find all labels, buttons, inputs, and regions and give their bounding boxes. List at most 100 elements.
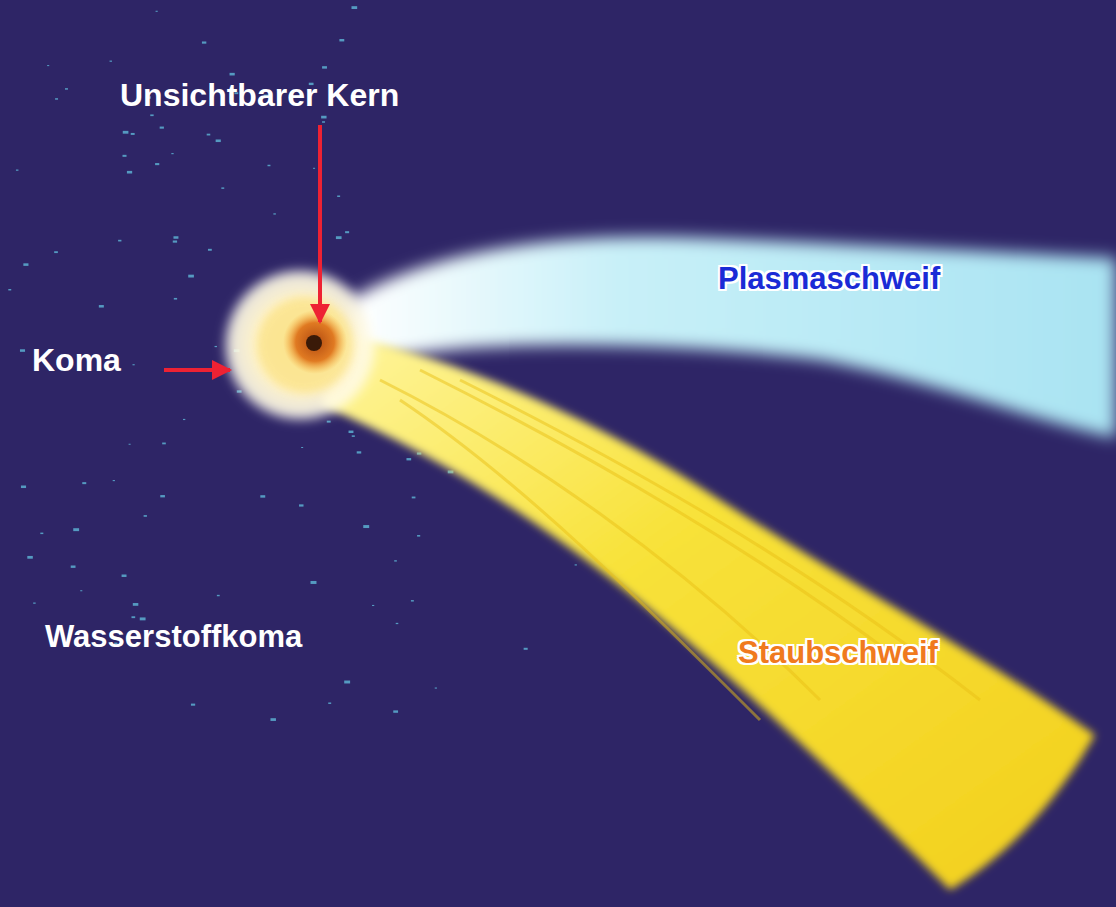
hydrogen-dot: [406, 458, 411, 460]
hydrogen-dot: [21, 485, 26, 488]
hydrogen-dot: [363, 525, 369, 528]
hydrogen-dot: [155, 163, 159, 165]
hydrogen-dot: [216, 139, 221, 142]
hydrogen-dot: [82, 482, 86, 484]
hydrogen-dot: [20, 349, 25, 352]
plasma-tail-label: Plasmaschweif: [718, 262, 940, 296]
hydrogen-dot: [133, 603, 139, 606]
hydrogen-dot: [131, 616, 135, 618]
hydrogen-dot: [8, 289, 11, 290]
hydrogen-dot: [71, 565, 76, 567]
coma-glow: [220, 265, 380, 425]
hydrogen-dot: [349, 431, 354, 433]
hydrogen-dot: [328, 702, 331, 703]
hydrogen-dot: [132, 364, 134, 365]
hydrogen-dot: [417, 535, 420, 537]
hydrogen-dot: [394, 560, 397, 561]
hydrogen-dot: [215, 346, 217, 347]
hydrogen-dot: [122, 575, 127, 577]
hydrogen-dot: [160, 495, 165, 497]
hydrogen-dot: [188, 275, 194, 278]
nucleus-label: Unsichtbarer Kern: [120, 78, 399, 113]
hydrogen-dot: [160, 127, 164, 129]
hydrogen-dot: [208, 249, 212, 251]
hydrogen-dot: [337, 196, 340, 197]
hydrogen-dot: [118, 240, 121, 242]
hydrogen-dot: [73, 528, 79, 531]
hydrogen-dot: [40, 533, 43, 535]
hydrogen-dot: [352, 435, 355, 437]
hydrogen-dot: [311, 581, 317, 584]
hydrogen-dot: [144, 515, 147, 517]
hydrogen-dot: [217, 595, 220, 596]
hydrogen-dot: [524, 648, 528, 650]
hydrogen-dot: [202, 41, 206, 43]
hydrogen-dot: [221, 187, 224, 188]
hydrogen-dot: [150, 114, 153, 116]
hydrogen-dot: [322, 121, 325, 122]
hydrogen-dot: [113, 480, 115, 481]
hydrogen-dot: [299, 504, 303, 506]
hydrogen-coma-label: Wasserstoffkoma: [45, 620, 302, 654]
hydrogen-dot: [80, 590, 82, 591]
hydrogen-dot: [230, 73, 235, 76]
hydrogen-dot: [65, 88, 68, 89]
hydrogen-dot: [171, 153, 173, 154]
hydrogen-dot: [16, 170, 19, 171]
hydrogen-dot: [33, 603, 35, 604]
hydrogen-dot: [260, 495, 265, 497]
hydrogen-dot: [412, 497, 416, 499]
hydrogen-dot: [273, 213, 276, 214]
coma-ring: [257, 297, 353, 393]
hydrogen-dot: [339, 39, 344, 41]
hydrogen-dot: [54, 251, 58, 253]
hydrogen-dot: [352, 6, 358, 9]
dust-streaks: [380, 370, 980, 720]
hydrogen-dot: [55, 98, 58, 99]
dust-tail-label: Staubschweif: [738, 636, 938, 670]
hydrogen-dot: [321, 116, 326, 119]
nucleus-halo: [283, 310, 347, 374]
hydrogen-dot: [131, 133, 135, 135]
leader-arrow: [164, 368, 230, 372]
dust-tail: [320, 335, 1095, 890]
hydrogen-dot: [183, 419, 185, 420]
hydrogen-dot: [322, 66, 327, 68]
hydrogen-dot: [174, 298, 177, 300]
hydrogen-dot: [393, 710, 398, 712]
leader-arrow: [318, 125, 322, 322]
hydrogen-dot: [336, 236, 342, 239]
hydrogen-dot: [301, 447, 303, 448]
hydrogen-dots: [8, 6, 577, 721]
hydrogen-dot: [156, 11, 158, 12]
hydrogen-dot: [129, 444, 131, 445]
hydrogen-dot: [575, 564, 577, 565]
hydrogen-dot: [127, 171, 132, 174]
hydrogen-dot: [357, 451, 362, 453]
hydrogen-dot: [162, 443, 166, 445]
hydrogen-dot: [327, 421, 331, 423]
coma-label: Koma: [32, 343, 121, 378]
hydrogen-dot: [345, 231, 349, 233]
hydrogen-dot: [435, 687, 437, 688]
hydrogen-dot: [411, 600, 414, 601]
hydrogen-dot: [173, 236, 178, 238]
hydrogen-dot: [396, 623, 399, 624]
hydrogen-dot: [23, 263, 28, 266]
hydrogen-dot: [27, 556, 33, 559]
hydrogen-dot: [207, 134, 211, 136]
hydrogen-dot: [267, 165, 270, 166]
hydrogen-dot: [47, 65, 49, 66]
hydrogen-dot: [344, 681, 350, 684]
hydrogen-dot: [313, 168, 315, 169]
nucleus: [306, 335, 322, 351]
hydrogen-dot: [99, 305, 104, 308]
hydrogen-dot: [270, 718, 275, 721]
hydrogen-dot: [123, 131, 129, 134]
hydrogen-dot: [372, 605, 374, 606]
hydrogen-dot: [173, 240, 177, 242]
hydrogen-dot: [191, 704, 195, 706]
hydrogen-dot: [123, 155, 127, 157]
